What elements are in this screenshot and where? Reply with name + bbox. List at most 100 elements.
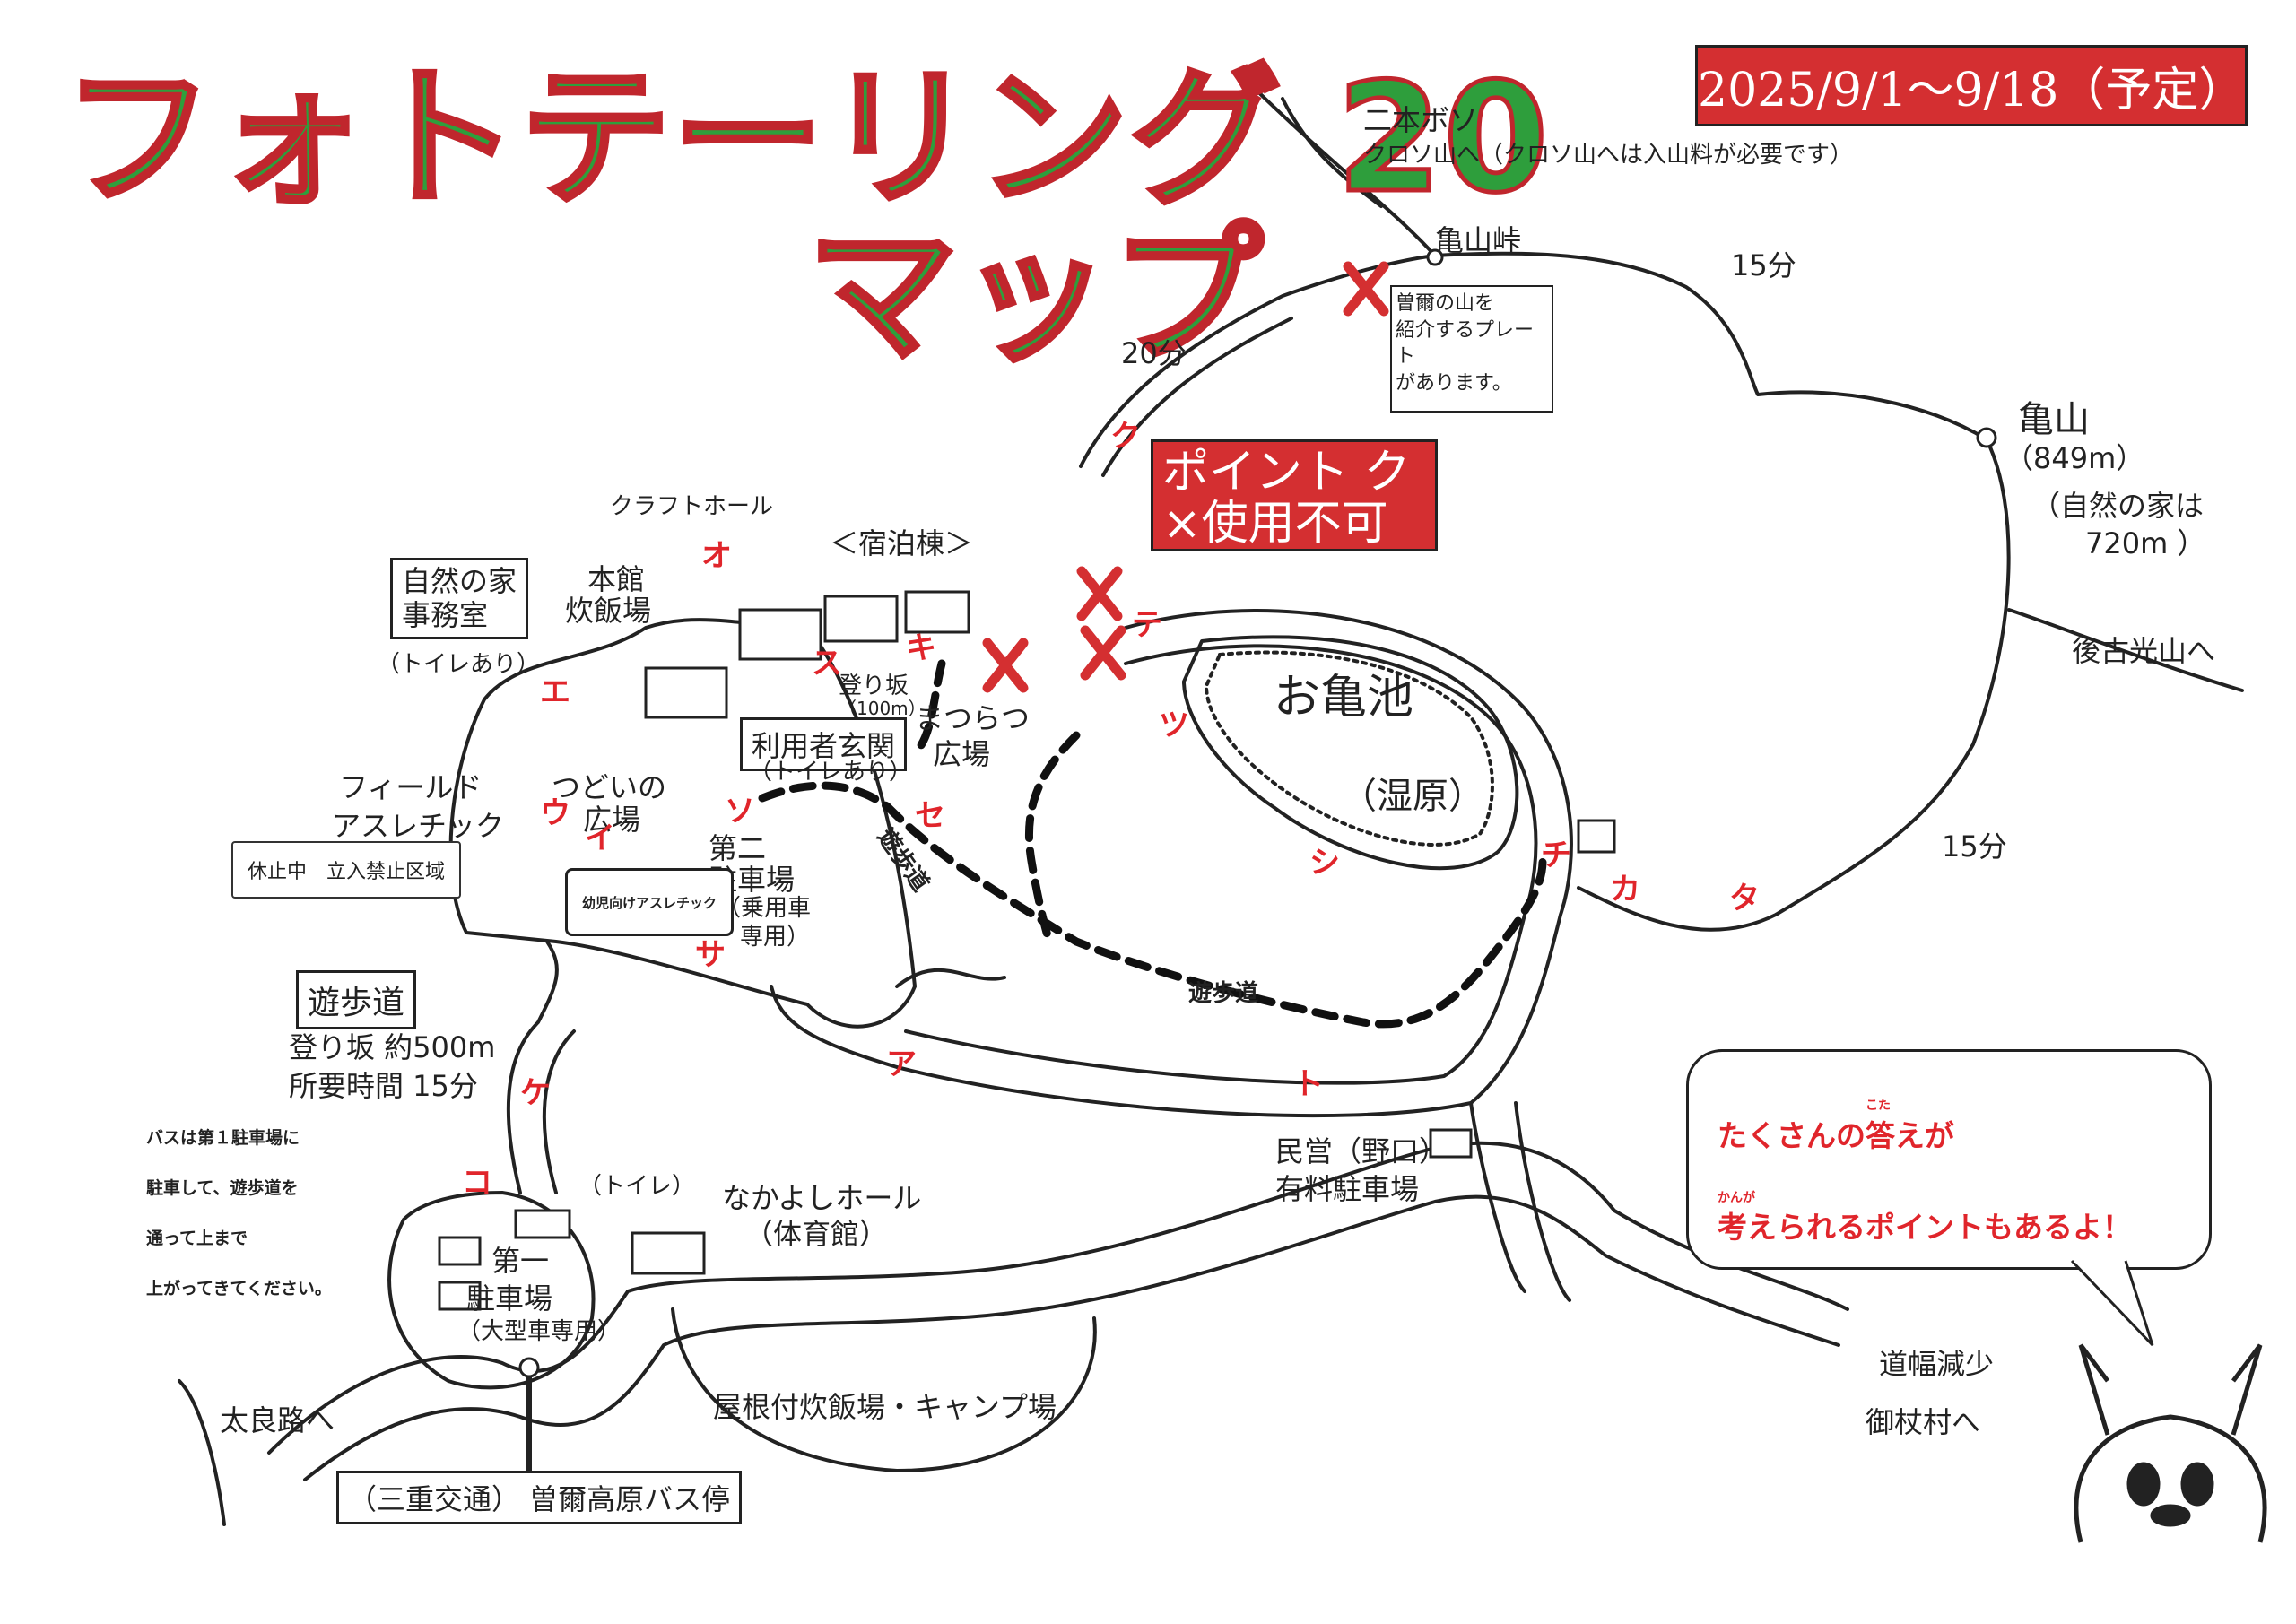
label-tsudoi1: つどいの: [552, 770, 667, 804]
road-to-toge-2: [1101, 317, 1293, 477]
label-craft-hall: クラフトホール: [610, 493, 774, 520]
plate-note-1: 曽爾の山を: [1396, 292, 1495, 315]
label-nakayoshi2: （体育館）: [744, 1217, 889, 1251]
kids-athletic-box: 幼児向けアスレチック: [565, 868, 734, 936]
label-time-20: 20分: [1121, 336, 1187, 370]
label-daiichi3: （大型車専用）: [457, 1318, 622, 1345]
ridge-east: [1433, 251, 1988, 441]
lower-road-descend-2: [1514, 1101, 1571, 1302]
office-box: 自然の家 事務室: [390, 558, 529, 639]
path-gokomitsu: [2007, 608, 2244, 692]
label-yuhodo-desc1: 登り坂 約500m: [289, 1030, 496, 1064]
trail-dashed-east: [1024, 731, 1081, 946]
label-honkan1: 本館: [587, 562, 646, 596]
closed-area-box: 休止中 立入禁止区域: [231, 841, 461, 899]
point-marker-tsu: ツ: [1159, 708, 1189, 743]
bubble-ruby-2: かんが: [1718, 1191, 1755, 1205]
label-yuhodo-path2: 遊歩道: [1188, 980, 1259, 1007]
label-minkan1: 民営（野口）: [1275, 1134, 1448, 1168]
bus-note-2: 駐車して、遊歩道を: [146, 1178, 299, 1198]
label-office1: 自然の家: [402, 564, 517, 598]
label-matsuratsu2: 広場: [933, 737, 991, 771]
plate-note-3: があります。: [1396, 372, 1512, 395]
lower-road-top: [267, 1141, 1849, 1455]
label-okameike: お亀池: [1274, 671, 1414, 725]
label-daiichi2: 駐車場: [466, 1281, 553, 1316]
buildings: [438, 590, 1616, 1311]
okame-pond-outline: [1182, 635, 1519, 871]
label-kuroso: クロソ山へ（クロソ山へは入山料が必要です）: [1363, 142, 1854, 169]
camp-area: [671, 1307, 1097, 1472]
road-ring-inner: [904, 644, 1538, 1085]
trail-dashed-matsu: [910, 659, 946, 758]
label-nakayoshi1: なかよしホール: [722, 1181, 922, 1215]
label-field1: フィールド: [339, 770, 483, 804]
trail-dashed-west: [758, 781, 1547, 1029]
date-banner: 2025/9/1～9/18（予定）: [1695, 45, 2248, 126]
label-yuhodo-desc2: 所要時間 15分: [289, 1069, 478, 1103]
label-daini1: 第二: [709, 831, 767, 865]
point-marker-ko: コ: [462, 1165, 492, 1201]
label-camp: 屋根付炊飯場・キャンプ場: [713, 1390, 1057, 1424]
label-michihaba: 道幅減少: [1879, 1347, 1995, 1381]
bubble-line2: 考えられるポイントもあるよ！: [1718, 1210, 2132, 1245]
label-minkan2: 有料駐車場: [1275, 1172, 1420, 1206]
speech-bubble-tail: [2070, 1255, 2154, 1347]
speech-bubble: [1686, 1049, 2212, 1270]
point-marker-i: イ: [585, 821, 615, 856]
point-notice-line1: ポイント ク: [1162, 446, 1411, 499]
label-daini4: 専用）: [740, 924, 811, 951]
label-kameyama-note1: （自然の家は: [2031, 489, 2205, 523]
ridge-kameyama-down: [1577, 438, 2011, 932]
point-marker-ku: ク: [1110, 419, 1141, 455]
plate-note-box: 曽爾の山を 紹介するプレート があります。: [1390, 285, 1553, 413]
hill-slope: [895, 968, 1006, 988]
point-marker-sa: サ: [695, 937, 726, 973]
point-marker-u: ウ: [540, 795, 570, 831]
facility-area: [448, 618, 917, 1029]
label-kameyama-height: （849m）: [2005, 441, 2145, 475]
label-shitsugen: （湿原）: [1341, 776, 1484, 817]
point-marker-chi: チ: [1541, 838, 1571, 873]
bubble-ruby-1: こた: [1866, 1099, 1891, 1113]
point-marker-ta: タ: [1729, 881, 1760, 916]
label-tarouji: 太良路へ: [220, 1403, 335, 1437]
bus-note-3: 通って上まで: [146, 1229, 248, 1248]
label-bus-stop: （三重交通） 曽爾高原バス停: [336, 1471, 743, 1524]
point-marker-su: ス: [812, 646, 842, 682]
path-yuhodo-up: [506, 940, 559, 1194]
point-marker-to: ト: [1293, 1066, 1324, 1102]
path-kuroso: [1236, 70, 1437, 257]
kameyama-summit-icon: [1976, 427, 1997, 448]
label-office-toilet: （トイレあり）: [377, 651, 541, 678]
deer-mascot-icon: [2074, 1343, 2267, 1543]
label-time-15-top: 15分: [1731, 248, 1796, 282]
point-marker-te: テ: [1132, 607, 1162, 643]
point-marker-ka: カ: [1610, 872, 1640, 908]
lower-road-descend: [1469, 1101, 1526, 1293]
label-noborizaka-len: （100m）: [839, 698, 926, 719]
label-kameyama-toge: 亀山峠: [1435, 223, 1522, 257]
point-marker-ki: キ: [906, 630, 936, 666]
parking1-area: [387, 1191, 596, 1390]
lower-road-to-left: [178, 1379, 226, 1526]
bubble-line1: たくさんの答えが: [1718, 1118, 1954, 1153]
label-entrance-toilet: （トイレあり）: [749, 759, 913, 786]
lower-road-bottom: [303, 1194, 1840, 1481]
plate-note-2: 紹介するプレート: [1396, 318, 1535, 369]
label-yuhodo-box: 遊歩道: [296, 970, 417, 1029]
label-time-15-right: 15分: [1942, 829, 2007, 864]
road-ring: [770, 608, 1573, 1118]
point-notice-line2: ×使用不可: [1162, 497, 1388, 551]
okame-pond-inner: [1205, 650, 1494, 847]
point-marker-ke: ケ: [520, 1075, 551, 1111]
path-kuroso-2: [1281, 97, 1383, 208]
point-marker-e: エ: [540, 674, 570, 710]
point-marker-a: ア: [886, 1046, 917, 1082]
point-marker-se: セ: [915, 798, 945, 834]
label-entrance: 利用者玄関: [740, 717, 908, 771]
label-shukuhaku: ＜宿泊棟＞: [830, 526, 974, 560]
point-marker-shi: シ: [1309, 845, 1340, 881]
point-notice: ポイント ク ×使用不可: [1151, 439, 1438, 551]
